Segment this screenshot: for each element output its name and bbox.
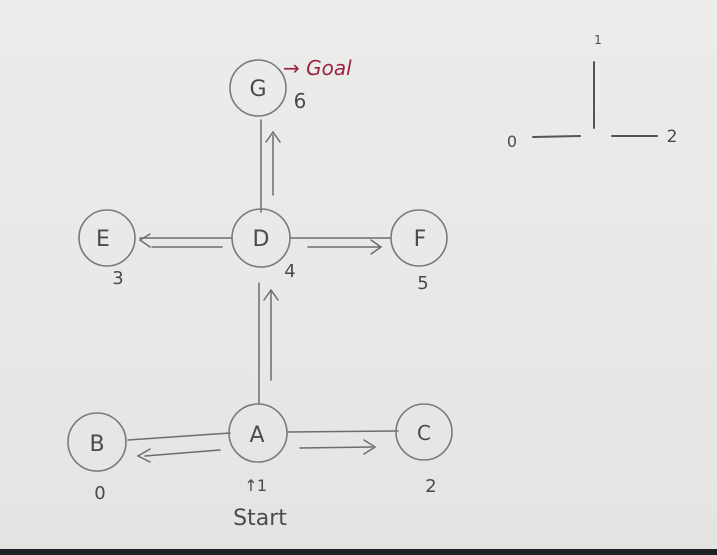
legend-left-label: 0 [507,132,517,151]
edge-a-d [258,282,279,404]
node-d: D [231,208,291,268]
node-f-label: F [414,227,427,252]
edge-d-f [290,237,391,255]
node-c-label: C [417,421,431,445]
start-arrow: ↑ [244,476,257,495]
node-d-number: 4 [284,261,295,282]
node-b-number: 0 [94,483,105,504]
node-g-number: 6 [294,89,307,113]
node-g-label: G [249,77,266,102]
node-b-label: B [89,432,104,457]
edge-d-e [138,233,233,248]
node-e-label: E [96,227,110,252]
node-a-label: A [249,423,264,448]
direction-legend: 0 1 2 [507,33,678,151]
node-f-number: 5 [417,273,428,294]
node-c-number: 2 [425,476,436,497]
edge-a-b [127,432,231,463]
start-label: Start [233,506,287,531]
node-b: B [67,412,127,472]
node-g: G [229,59,287,117]
node-e-number: 3 [112,268,123,289]
goal-label: → Goal [283,56,352,80]
node-e: E [78,209,136,267]
legend-right-label: 2 [667,127,678,147]
node-f: F [390,209,448,267]
edge-a-c [286,430,399,455]
edge-d-g [260,119,281,213]
node-c: C [395,403,453,461]
node-d-label: D [253,227,270,252]
start-number: 1 [257,476,267,495]
node-a: A [228,403,288,463]
legend-top-label: 1 [594,33,602,47]
